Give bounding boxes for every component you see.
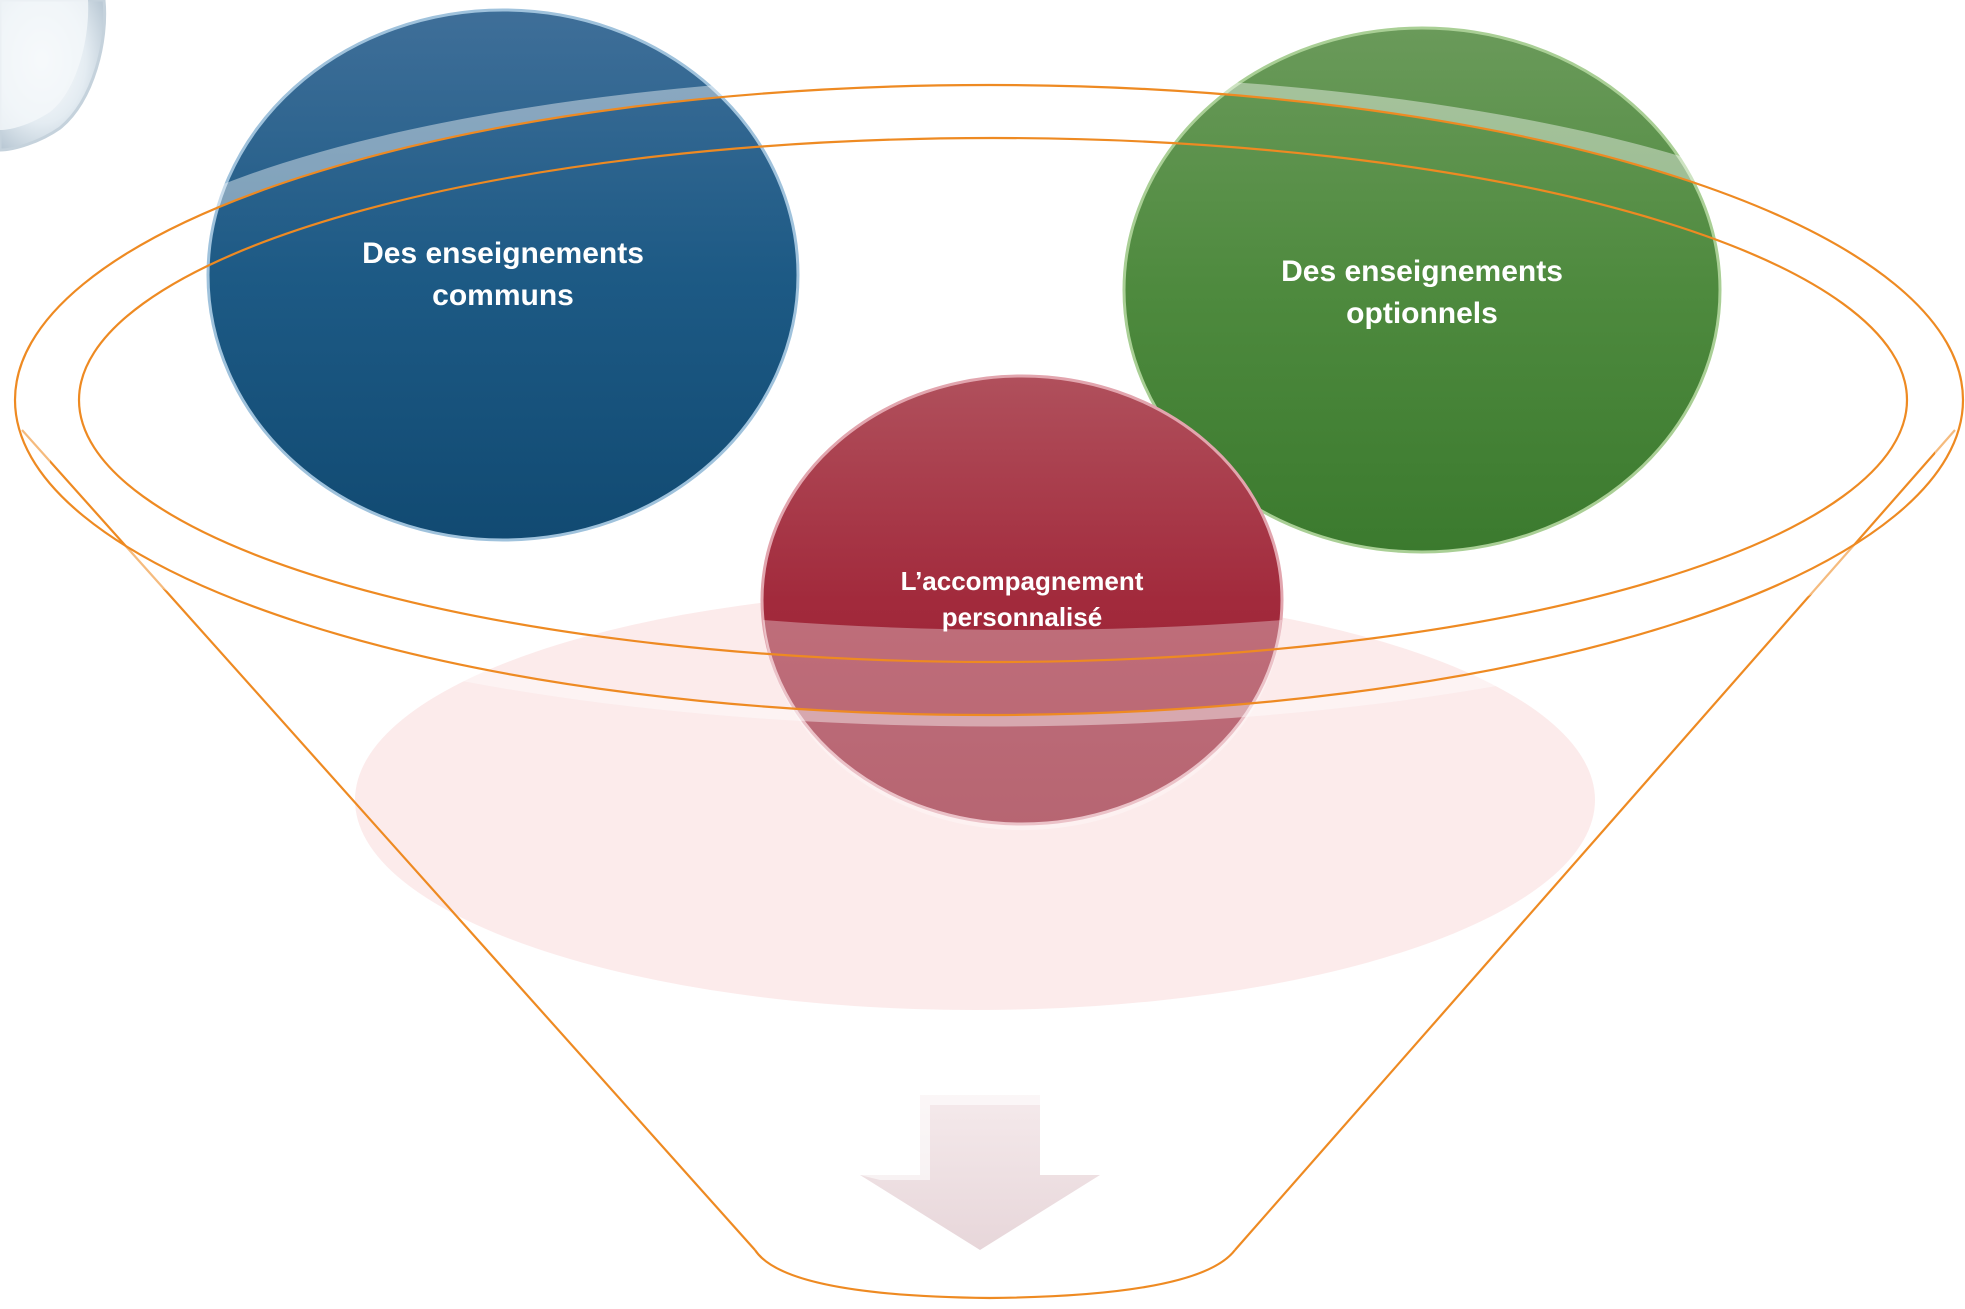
down-arrow-icon: [860, 1095, 1100, 1250]
corner-ornament: [0, 0, 107, 152]
circle-accompagnement-line1: L’accompagnement: [901, 566, 1144, 596]
circle-accompagnement: L’accompagnement personnalisé: [760, 374, 1284, 826]
circle-enseignements-communs: Des enseignements communs: [206, 8, 800, 542]
circle-communs-line2: communs: [432, 279, 574, 312]
red-circle-overlay: [763, 620, 1282, 831]
circle-enseignements-optionnels: Des enseignements optionnels: [1122, 26, 1722, 554]
circle-accompagnement-line2: personnalisé: [942, 602, 1102, 632]
funnel-outline: [21, 429, 1956, 1300]
circle-communs-line1: Des enseignements: [362, 237, 644, 270]
circle-optionnels-line1: Des enseignements: [1281, 255, 1563, 288]
funnel-rim: [13, 83, 1965, 717]
circle-optionnels-line2: optionnels: [1346, 297, 1498, 330]
